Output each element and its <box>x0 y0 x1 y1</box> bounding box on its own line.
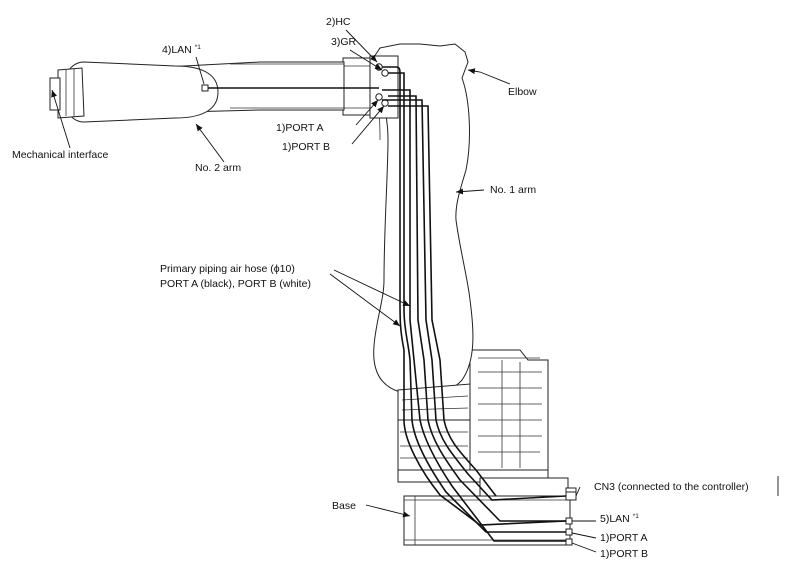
label-port-b-bottom: 1)PORT B <box>600 548 648 560</box>
label-hc: 2)HC <box>326 16 351 28</box>
gr-fitting <box>381 69 389 77</box>
label-mechanical-interface: Mechanical interface <box>12 149 108 161</box>
lan-connector-icon <box>201 84 209 92</box>
no1-arm <box>371 43 474 421</box>
label-port-b-top: 1)PORT B <box>282 141 330 153</box>
label-cn3: CN3 (connected to the controller) <box>594 481 749 493</box>
label-base: Base <box>332 500 356 512</box>
label-lan-base: 5)LAN*1 <box>600 513 639 525</box>
port-a-fitting <box>375 93 383 101</box>
label-gr: 3)GR <box>331 36 357 48</box>
label-port-a-bottom: 1)PORT A <box>600 532 647 544</box>
label-hose-line1: Primary piping air hose (ϕ10) <box>160 263 295 275</box>
no2-arm <box>49 61 345 123</box>
label-hose-line2: PORT A (black), PORT B (white) <box>160 278 311 290</box>
labels: 2)HC 3)GR 4)LAN*1 Elbow Mechanical inter… <box>12 16 749 560</box>
label-no2-arm: No. 2 arm <box>195 162 241 174</box>
robot-base <box>397 349 577 546</box>
label-no1-arm: No. 1 arm <box>490 184 536 196</box>
internal-piping <box>208 66 567 542</box>
label-port-a-top: 1)PORT A <box>276 122 323 134</box>
leader-lines <box>51 29 779 553</box>
label-elbow: Elbow <box>508 86 537 98</box>
label-lan-arm: 4)LAN*1 <box>162 44 201 56</box>
